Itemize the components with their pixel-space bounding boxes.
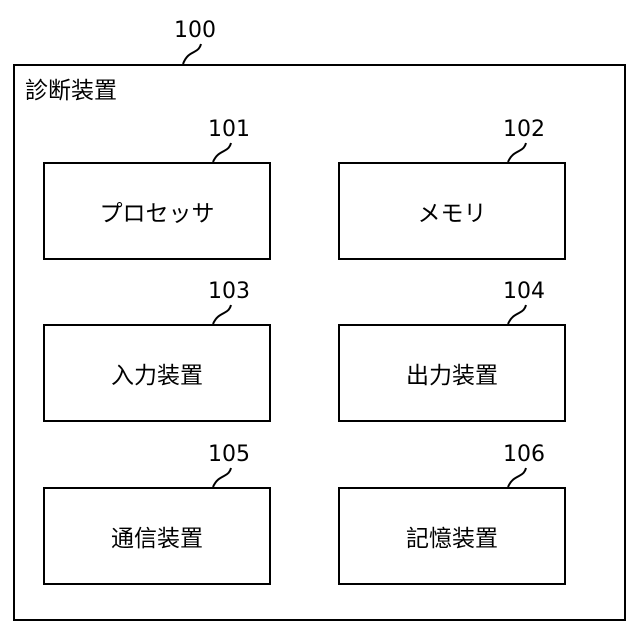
component-box-memory: メモリ: [338, 162, 566, 260]
component-ref-number: 105: [208, 442, 250, 468]
component-label: メモリ: [418, 194, 487, 228]
component-box-storage-device: 記憶装置: [338, 487, 566, 585]
component-box-processor: プロセッサ: [43, 162, 271, 260]
device-ref-number: 100: [174, 18, 216, 44]
component-label: 通信装置: [111, 519, 203, 553]
component-box-output-device: 出力装置: [338, 324, 566, 422]
component-ref-number: 104: [503, 279, 545, 305]
component-ref-number: 101: [208, 117, 250, 143]
component-ref-number: 103: [208, 279, 250, 305]
device-title: 診断装置: [25, 76, 117, 106]
component-box-communication-device: 通信装置: [43, 487, 271, 585]
component-label: 入力装置: [111, 356, 203, 390]
component-label: 出力装置: [406, 356, 498, 390]
component-label: 記憶装置: [406, 519, 498, 553]
component-box-input-device: 入力装置: [43, 324, 271, 422]
leader-line-100: [183, 44, 201, 64]
component-ref-number: 102: [503, 117, 545, 143]
component-label: プロセッサ: [100, 194, 215, 228]
component-ref-number: 106: [503, 442, 545, 468]
